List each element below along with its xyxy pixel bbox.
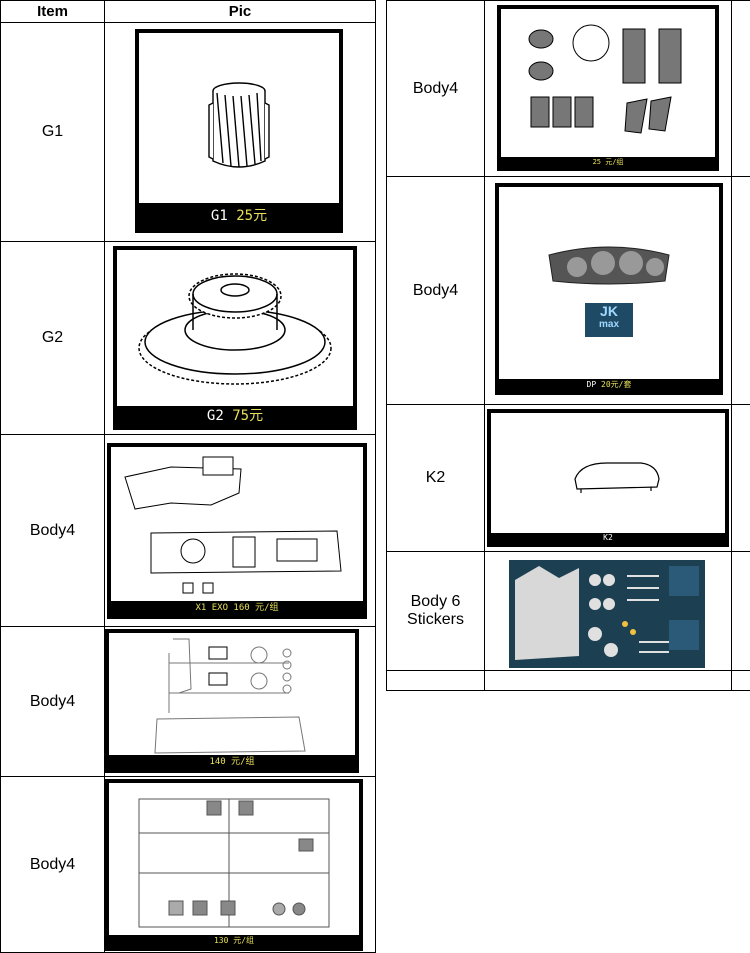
caption-price: 130 元/组 [214, 936, 254, 945]
table-row: Body4 [1, 627, 376, 777]
caption-price: 140 元/组 [209, 757, 254, 767]
table-row: Body4 [387, 1, 750, 177]
caption-code: DP [587, 380, 597, 389]
part-image-gauges: JK max DP 20元/套 [495, 183, 723, 395]
part-image-windows: 140 元/组 [105, 629, 359, 773]
header-item: Item [1, 1, 105, 23]
picture-cell: 130 元/组 [105, 777, 376, 953]
picture-cell: 140 元/组 [105, 627, 376, 777]
caption-price: 25元 [236, 208, 267, 224]
jkmax-logo: JK max [585, 303, 633, 337]
dashboard-drawing [111, 447, 363, 603]
caption: G1 25元 [139, 203, 339, 229]
item-label: Body 6 Stickers [387, 552, 485, 671]
caption: X1 EXO 160 元/组 [111, 601, 363, 615]
item-label: Body4 [1, 435, 105, 627]
picture-cell: JK max DP 20元/套 [485, 177, 732, 405]
interior-parts-drawing [501, 9, 715, 157]
picture-cell: K2 [485, 405, 732, 552]
caption: G2 75元 [117, 406, 353, 426]
part-image-dashboard: X1 EXO 160 元/组 [107, 443, 367, 619]
caption: 130 元/组 [109, 935, 359, 947]
caption: 140 元/组 [109, 755, 355, 769]
caption-code: G2 [207, 408, 224, 424]
picture-cell: G2 75元 [105, 242, 376, 435]
sprue-parts-drawing [109, 783, 359, 939]
table-row: Body4 X1 EXO 160 元/组 [1, 435, 376, 627]
item-label-line2: Stickers [387, 611, 484, 629]
item-label: K2 [387, 405, 485, 552]
caption: 25 元/组 [501, 157, 715, 167]
part-image-g2: G2 75元 [113, 246, 357, 430]
item-label: Body4 [387, 177, 485, 405]
table-row: G2 G2 75元 [1, 242, 376, 435]
double-gear-drawing [117, 250, 353, 410]
table-row: Body4 JK max DP 20元/套 [387, 177, 750, 405]
picture-cell: X1 EXO 160 元/组 [105, 435, 376, 627]
part-image-k2: K2 [487, 409, 729, 547]
part-image-interior: 25 元/组 [497, 5, 719, 171]
item-label-line1: Body 6 [387, 593, 484, 611]
item-label: G1 [1, 23, 105, 242]
table-row: K2 K2 [387, 405, 750, 552]
item-label: Body4 [387, 1, 485, 177]
k2-cushion-drawing [491, 413, 725, 533]
right-parts-table: Body4 [386, 0, 750, 691]
left-parts-table: Item Pic G1 G1 25元 [0, 0, 376, 953]
table-row: G1 G1 25元 [1, 23, 376, 242]
caption: K2 [491, 533, 725, 543]
sticker-sheet-drawing [509, 560, 705, 668]
item-label: G2 [1, 242, 105, 435]
table-row: Body 6 Stickers [387, 552, 750, 671]
header-pic: Pic [105, 1, 376, 23]
caption-code: G1 [211, 208, 228, 224]
part-image-sprue: 130 元/组 [105, 779, 363, 951]
gauge-cluster-drawing [499, 187, 719, 379]
item-label: Body4 [1, 627, 105, 777]
picture-cell: G1 25元 [105, 23, 376, 242]
pinion-gear-drawing [139, 33, 339, 207]
item-label: Body4 [1, 777, 105, 953]
caption-price: 75元 [232, 408, 263, 424]
caption-price: X1 EXO 160 元/组 [195, 603, 278, 613]
picture-cell [485, 552, 732, 671]
picture-cell: 25 元/组 [485, 1, 732, 177]
part-image-g1: G1 25元 [135, 29, 343, 233]
caption-code: K2 [603, 533, 613, 542]
part-image-stickers [509, 560, 705, 668]
table-row: Body4 [1, 777, 376, 953]
caption-price: 25 元/组 [593, 158, 624, 166]
window-parts-drawing [109, 633, 355, 757]
table-row [387, 671, 750, 691]
caption: DP 20元/套 [499, 379, 719, 391]
caption-price: 20元/套 [601, 380, 631, 389]
